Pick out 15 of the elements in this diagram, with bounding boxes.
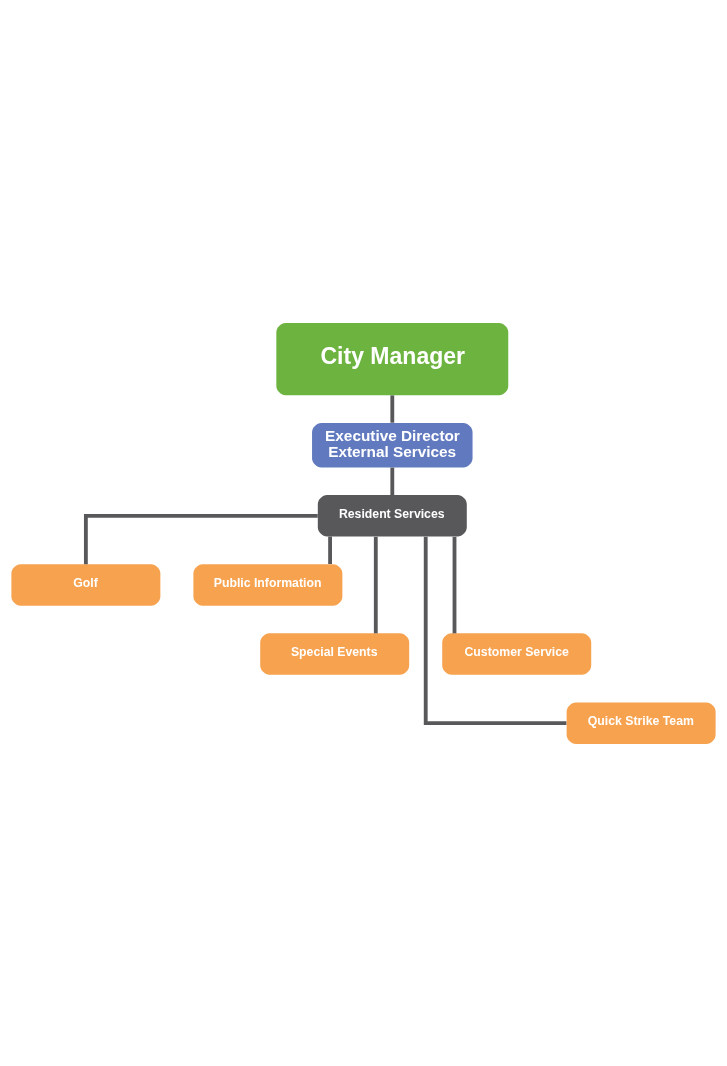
node-box: Quick Strike Team <box>566 701 716 744</box>
connector <box>390 467 395 495</box>
connector <box>390 394 395 423</box>
connector <box>328 536 332 564</box>
node-box: Resident Services <box>317 494 467 537</box>
connector <box>83 513 318 564</box>
node-box: Special Events <box>260 632 410 675</box>
node-box: Executive Director External Services <box>312 422 473 467</box>
node-box: Golf <box>11 563 161 606</box>
node-box: Customer Service <box>442 632 592 675</box>
connector <box>373 536 378 633</box>
connector <box>452 536 457 633</box>
connector <box>423 536 567 725</box>
node-box: Public Information <box>193 563 343 606</box>
node-box: City Manager <box>276 322 509 395</box>
